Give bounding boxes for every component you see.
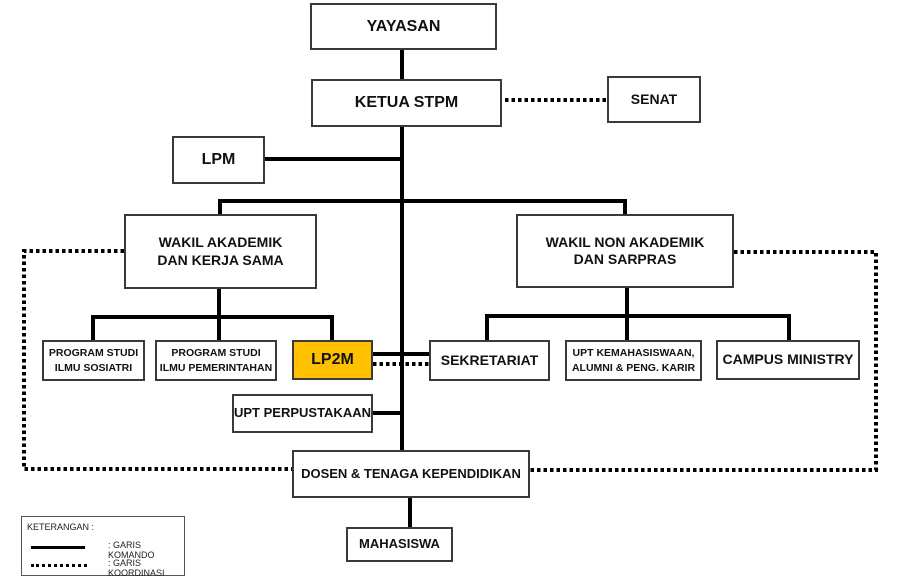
legend-dotted-line-icon (31, 564, 87, 567)
node-wakil-non-akademik: WAKIL NON AKADEMIK DAN SARPRAS (516, 214, 734, 288)
coordination-lines (22, 98, 878, 472)
command-line-wa-bar (91, 315, 334, 342)
coordination-line-left (22, 249, 293, 471)
node-sekretariat-label: SEKRETARIAT (440, 351, 539, 368)
node-upt-kemahasiswaan-line2: ALUMNI & PENG. KARIR (571, 361, 696, 374)
node-dosen-label: DOSEN & TENAGA KEPENDIDIKAN (301, 465, 521, 481)
node-mahasiswa-label: MAHASISWA (359, 536, 440, 552)
coordination-line-right (530, 250, 878, 472)
node-upt-perpustakaan-label: UPT PERPUSTAKAAN (234, 405, 371, 421)
node-upt-kemahasiswaan-line1: UPT KEMAHASISWAAN, (572, 347, 695, 360)
legend-solid-line-icon (31, 546, 85, 549)
legend-command-label: : GARIS KOMANDO (108, 540, 155, 560)
node-ketua-stpm: KETUA STPM (311, 79, 502, 127)
node-upt-perpustakaan: UPT PERPUSTAKAAN (232, 394, 373, 433)
command-lines (91, 48, 791, 527)
node-lpm-label: LPM (201, 151, 236, 168)
node-lpm: LPM (172, 136, 265, 184)
node-wakil-non-akademik-line1: WAKIL NON AKADEMIK (545, 233, 705, 250)
legend-title: KETERANGAN : (27, 522, 95, 532)
node-lp2m-label: LP2M (311, 351, 354, 368)
node-mahasiswa: MAHASISWA (346, 527, 453, 562)
node-wakil-akademik-line2: DAN KERJA SAMA (157, 251, 284, 268)
node-ketua-stpm-label: KETUA STPM (354, 94, 459, 111)
node-upt-kemahasiswaan: UPT KEMAHASISWAAN, ALUMNI & PENG. KARIR (565, 340, 702, 381)
legend-coordination-label: : GARIS KOORDINASI (108, 558, 165, 578)
node-prodi-sosiatri-line2: ILMU SOSIATRI (54, 361, 133, 374)
node-campus-ministry: CAMPUS MINISTRY (716, 340, 860, 380)
node-prodi-sosiatri-line1: PROGRAM STUDI (48, 347, 139, 360)
command-line-wakil-bar (218, 199, 627, 215)
node-prodi-sosiatri: PROGRAM STUDI ILMU SOSIATRI (42, 340, 145, 381)
node-prodi-pemerintahan: PROGRAM STUDI ILMU PEMERINTAHAN (155, 340, 277, 381)
node-wakil-akademik-line1: WAKIL AKADEMIK (158, 234, 283, 250)
node-wakil-non-akademik-line2: DAN SARPRAS (573, 251, 677, 267)
command-line-wna-bar (485, 314, 791, 340)
node-yayasan: YAYASAN (310, 3, 497, 50)
node-prodi-pemerintahan-line1: PROGRAM STUDI (171, 347, 261, 360)
node-yayasan-label: YAYASAN (366, 17, 441, 35)
node-senat-label: SENAT (630, 90, 678, 107)
legend: KETERANGAN : : GARIS KOMANDO : GARIS KOO… (21, 516, 185, 578)
node-wakil-akademik: WAKIL AKADEMIK DAN KERJA SAMA (124, 214, 317, 289)
node-prodi-pemerintahan-line2: ILMU PEMERINTAHAN (159, 361, 273, 374)
node-campus-ministry-label: CAMPUS MINISTRY (722, 351, 854, 368)
node-senat: SENAT (607, 76, 701, 123)
node-lp2m: LP2M (292, 340, 373, 380)
node-sekretariat: SEKRETARIAT (429, 340, 550, 381)
node-dosen: DOSEN & TENAGA KEPENDIDIKAN (292, 450, 530, 498)
